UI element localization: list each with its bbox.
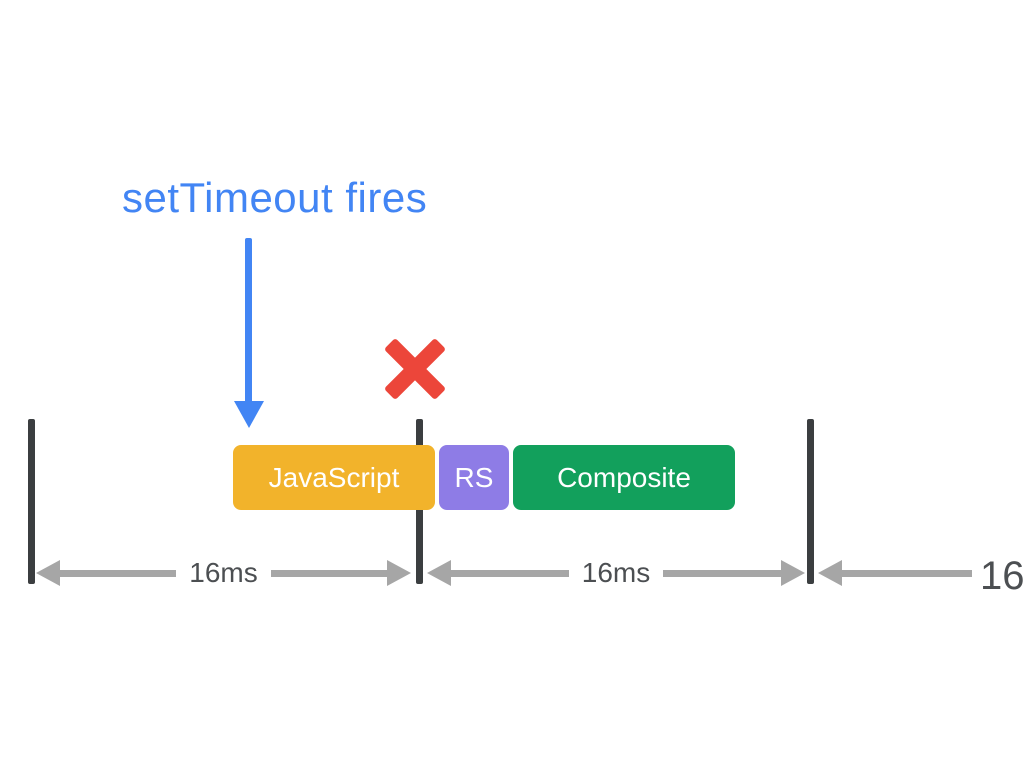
task-label: JavaScript <box>268 461 400 493</box>
arrow-left-icon <box>36 560 60 586</box>
down-arrow-icon <box>245 238 252 403</box>
interval-label: 16ms <box>581 557 651 588</box>
interval-label-clipped: 16ms <box>980 554 1024 598</box>
arrow-shaft <box>663 569 781 577</box>
task-block-composite: Composite <box>513 445 735 510</box>
task-block-rs: RS <box>439 445 509 510</box>
task-block-javascript: JavaScript <box>233 445 435 510</box>
task-label: RS <box>454 461 494 493</box>
frame-boundary-bar <box>807 419 814 584</box>
task-label: Composite <box>557 461 691 493</box>
dropped-frame-x-icon <box>383 337 447 401</box>
arrow-shaft <box>270 569 387 577</box>
frame-boundary-bar <box>28 419 35 584</box>
interval-arrow-2: 16ms <box>427 556 805 590</box>
arrow-left-icon <box>818 560 842 586</box>
arrow-right-icon <box>781 560 805 586</box>
interval-arrow-1: 16ms <box>36 556 411 590</box>
arrow-right-icon <box>387 560 411 586</box>
arrow-shaft <box>60 569 177 577</box>
arrow-left-icon <box>427 560 451 586</box>
arrow-shaft <box>451 569 569 577</box>
settimeout-annotation-label: setTimeout fires <box>122 174 428 221</box>
interval-label: 16ms <box>189 557 258 588</box>
down-arrowhead-icon <box>234 401 264 428</box>
arrow-shaft <box>842 570 972 577</box>
